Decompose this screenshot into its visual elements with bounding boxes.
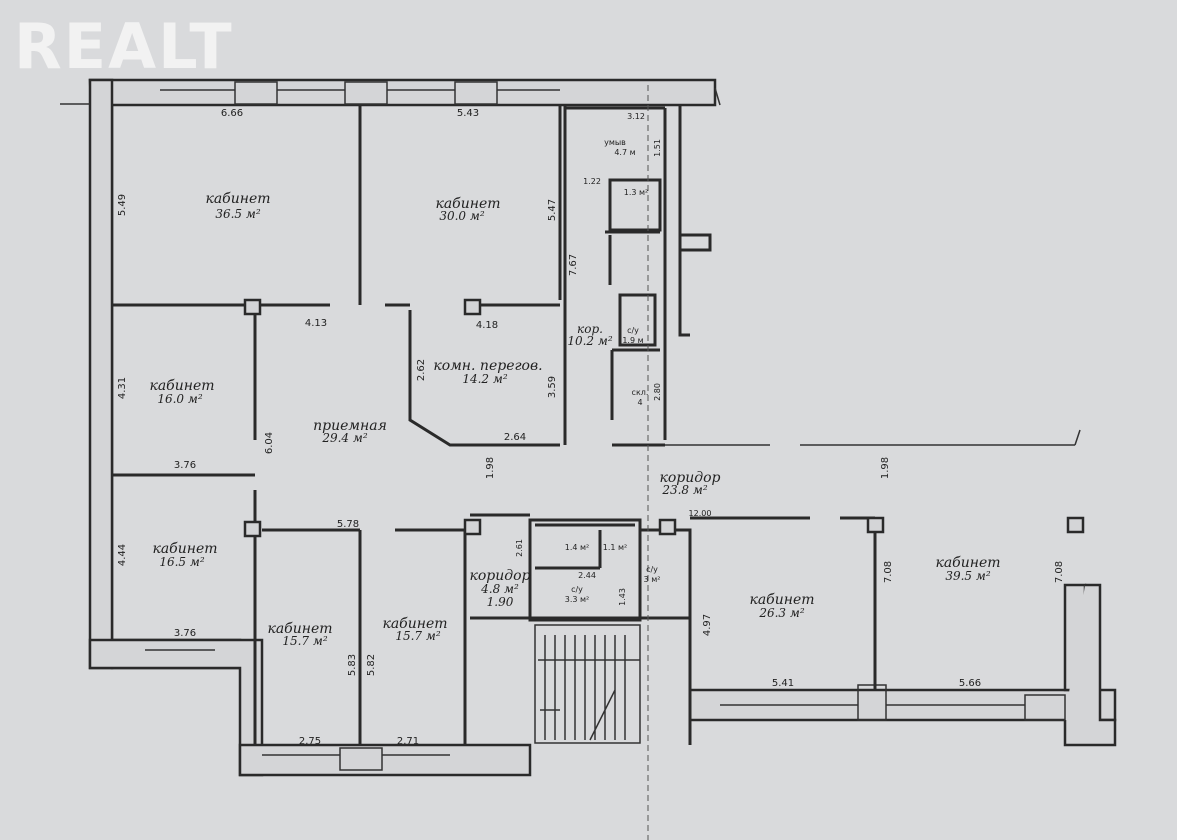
dim: 5.47 <box>547 199 558 221</box>
room-k4: кабинет <box>152 541 217 557</box>
room-k2: кабинет <box>435 196 500 212</box>
dim: 5.83 <box>347 654 358 676</box>
room-k5: кабинет <box>267 621 332 637</box>
dim: 5.82 <box>366 654 377 676</box>
dim: 5.49 <box>117 194 128 216</box>
dim: 1.98 <box>485 457 496 479</box>
dim: 2.61 <box>515 539 524 557</box>
dim: 2.75 <box>299 736 321 747</box>
dim: 2.62 <box>416 359 427 381</box>
area-su1: 1.9 м <box>622 336 643 345</box>
room-labels: кабинет 36.5 м² кабинет 30.0 м² умыв 4.7… <box>149 138 1000 648</box>
dim: 7.08 <box>883 561 894 583</box>
room-umyv: умыв <box>604 138 626 147</box>
dim: 4.13 <box>305 318 327 329</box>
dim: 5.41 <box>772 678 794 689</box>
room-skl: скл. <box>632 388 649 397</box>
area-su2: 3.3 м² <box>565 595 590 604</box>
room-kor1: кор. <box>577 322 603 336</box>
area-k4: 16.5 м² <box>159 555 204 569</box>
dim: 5.78 <box>337 519 359 530</box>
stairs <box>534 624 641 744</box>
realt-logo: REALT <box>14 10 234 83</box>
dim: 7.67 <box>568 254 579 276</box>
room-k3: кабинет <box>149 378 214 394</box>
area-priem: 29.4 м² <box>321 431 367 445</box>
area-kor2: 4.8 м² <box>480 582 519 596</box>
area-k5: 15.7 м² <box>282 634 327 648</box>
area-komn: 14.2 м² <box>462 372 507 386</box>
dim: 2.71 <box>397 736 419 747</box>
area-k6: 15.7 м² <box>395 629 440 643</box>
dim: 5.66 <box>959 678 981 689</box>
dim: 5.43 <box>457 108 479 119</box>
dim: 1.43 <box>618 588 627 606</box>
dim: 2.44 <box>578 571 596 580</box>
dim: 3.76 <box>174 628 196 639</box>
area-k2: 30.0 м² <box>439 209 484 223</box>
dim: 2.80 <box>653 383 662 401</box>
dim: 6.04 <box>264 432 275 454</box>
dim: 4.31 <box>117 377 128 399</box>
dim: 3.12 <box>627 112 645 121</box>
dim: 12.00 <box>689 509 712 518</box>
windows <box>145 81 1066 771</box>
room-k1: кабинет <box>205 191 270 207</box>
inner-walls <box>112 105 877 745</box>
dim: 1.90 <box>487 595 514 609</box>
area-k7: 26.3 м² <box>758 606 804 620</box>
area-k1: 36.5 м² <box>215 207 260 221</box>
room-su2: с/у <box>571 585 583 594</box>
room-k8: кабинет <box>935 555 1000 571</box>
dim: 1.51 <box>653 139 662 157</box>
room-su1: с/у <box>627 326 639 335</box>
dim: 4.44 <box>117 544 128 566</box>
area-kor3: 23.8 м² <box>661 483 707 497</box>
dim: 1.22 <box>583 177 601 186</box>
room-kor2: коридор <box>469 568 530 584</box>
area-wc3: 1.1 м² <box>603 543 628 552</box>
dim: 3.76 <box>174 460 196 471</box>
columns <box>243 298 1085 538</box>
area-kor1: 10.2 м² <box>567 334 612 348</box>
room-su3: с/у <box>646 565 658 574</box>
area-wc1: 1.3 м² <box>624 188 649 197</box>
area-skl: 4 <box>637 398 642 407</box>
room-k6: кабинет <box>382 616 447 632</box>
dim: 1.98 <box>880 457 891 479</box>
area-su3: 3 м² <box>644 575 661 584</box>
room-komn: комн. перегов. <box>433 358 542 374</box>
dim: 7.08 <box>1054 561 1065 583</box>
area-k8: 39.5 м² <box>945 569 990 583</box>
area-wc2: 1.4 м² <box>565 543 590 552</box>
room-priem: приемная <box>313 418 387 434</box>
dim: 3.59 <box>547 376 558 398</box>
room-kor3: коридор <box>659 470 720 486</box>
dim: 4.18 <box>476 320 498 331</box>
dim: 4.97 <box>702 614 713 636</box>
area-umyv: 4.7 м <box>614 148 635 157</box>
dimensions: 6.66 5.43 3.12 1.51 1.22 5.49 5.47 7.67 … <box>117 108 1065 747</box>
dim: 6.66 <box>221 108 243 119</box>
area-k3: 16.0 м² <box>157 392 202 406</box>
room-k7: кабинет <box>749 592 814 608</box>
dim: 2.64 <box>504 432 526 443</box>
